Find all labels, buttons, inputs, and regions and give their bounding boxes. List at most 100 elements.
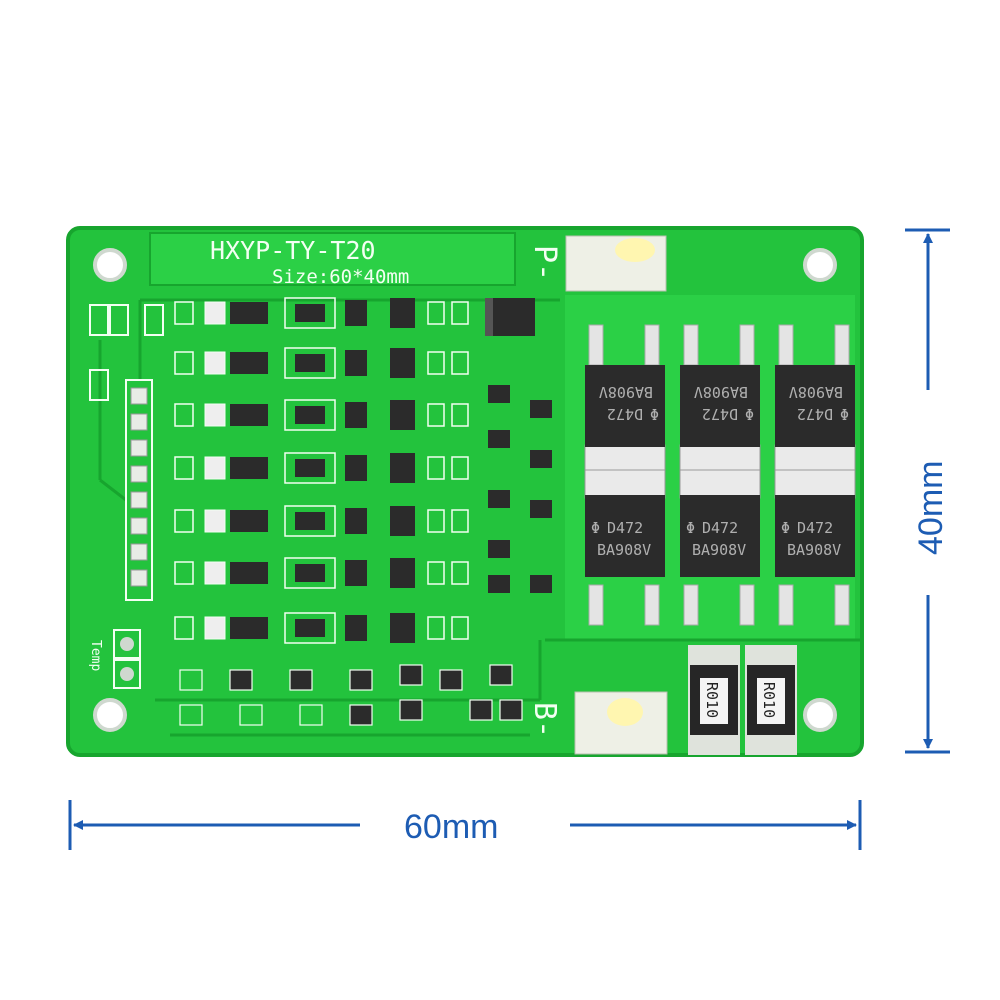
resistor [144,304,164,336]
resistor [427,616,445,640]
mosfet [775,495,855,577]
transistor [295,304,325,322]
mosfet-marking-line1: D472 [607,519,643,537]
mosfet-lead [778,324,794,366]
mosfet-tab [584,444,666,474]
transistor [390,298,415,328]
balance-header [125,379,153,601]
resistor [174,616,194,640]
mosfet-lead [778,584,794,626]
mosfet-tab [679,469,761,499]
resistor [89,369,109,401]
footprint [284,399,336,431]
pad-b-label: B- [527,702,562,738]
board-size: Size:60*40mm [272,266,409,288]
header-pin [130,465,148,483]
temp-label: Temp [88,640,103,671]
mosfet-marking-line1: D472 [702,405,738,423]
smd-part [489,664,513,686]
footprint [284,347,336,379]
mosfet [585,495,665,577]
transistor [530,400,552,418]
transistor [345,455,367,481]
capacitor [204,301,226,325]
capacitor [204,561,226,585]
transistor [295,512,325,530]
smd-part [229,669,253,691]
mosfet-lead [644,584,660,626]
mosfet-tab [679,444,761,474]
header-pin [130,439,148,457]
resistor [427,403,445,427]
transistor [295,354,325,372]
mosfet-lead [834,324,850,366]
resistor [451,351,469,375]
logo-icon: Φ [745,405,754,423]
mosfet-marking-line2: BA908V [789,383,843,401]
footprint [284,297,336,329]
mosfet-lead [588,584,604,626]
transistor [488,575,510,593]
smd-part [179,669,203,691]
resistor [174,301,194,325]
logo-icon: Φ [781,519,790,537]
resistor [427,509,445,533]
resistor [451,561,469,585]
transistor [345,402,367,428]
transistor [390,348,415,378]
resistor [174,351,194,375]
mosfet-lead [588,324,604,366]
mosfet-marking-line2: BA908V [787,541,841,559]
smd-part [289,669,313,691]
ic [230,562,268,584]
transistor [390,400,415,430]
mosfet-lead [683,324,699,366]
mosfet-marking-line2: BA908V [599,383,653,401]
smd-part [239,704,263,726]
mosfet-marking-line2: BA908V [692,541,746,559]
resistor [109,304,129,336]
footprint [284,612,336,644]
mosfet-lead [683,584,699,626]
header-pin [130,491,148,509]
transistor [390,558,415,588]
smd-part [349,704,373,726]
transistor [345,350,367,376]
mounting-holes [93,248,837,732]
resistor [427,301,445,325]
smd-part [439,669,463,691]
transistor [530,575,552,593]
mosfet-marking-line1: D472 [607,405,643,423]
height-dimension: 40mm [905,228,950,754]
transistor [345,560,367,586]
transistor [488,430,510,448]
smd-part [349,669,373,691]
transistor [390,506,415,536]
transistor [295,459,325,477]
silkscreen-label-box [149,232,516,286]
capacitor [204,456,226,480]
capacitor [204,616,226,640]
mosfet-marking-line1: D472 [797,519,833,537]
ic [230,617,268,639]
balance-pins [130,387,148,587]
mosfet-tab [774,444,856,474]
footprint [284,452,336,484]
ic [230,404,268,426]
transistor [488,540,510,558]
resistor [174,561,194,585]
resistor [174,456,194,480]
header-pin [130,413,148,431]
transistor [390,453,415,483]
resistor [451,403,469,427]
resistor [427,351,445,375]
header-pin [130,517,148,535]
transistor [345,615,367,641]
logo-icon: Φ [591,519,600,537]
